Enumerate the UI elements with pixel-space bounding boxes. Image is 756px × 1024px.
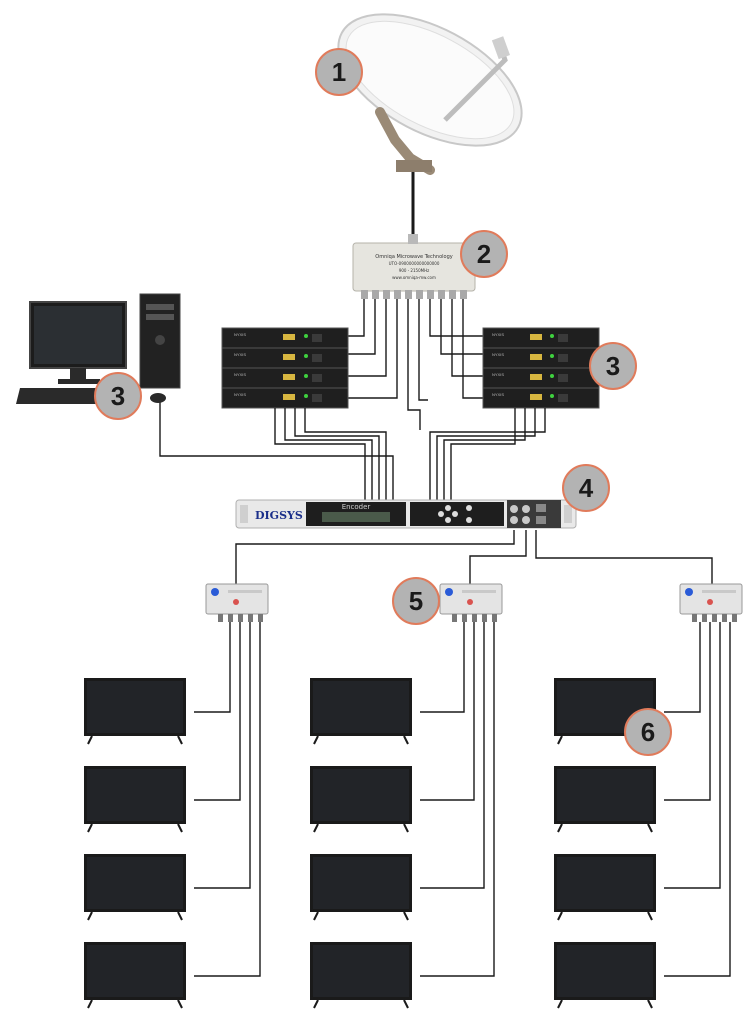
- receiver-label: NYXIS: [234, 352, 246, 357]
- tv-column-left: [84, 678, 186, 1009]
- number-badge: 1: [315, 48, 363, 96]
- encoder-to-amp-cables: [235, 530, 713, 584]
- receiver-unit: NYXIS: [221, 367, 349, 389]
- receiver-label: NYXIS: [492, 352, 504, 357]
- number-badge: 3: [589, 342, 637, 390]
- tv-column-right: [554, 678, 656, 1009]
- television: [310, 766, 412, 833]
- television: [84, 942, 186, 1009]
- receiver-label: NYXIS: [234, 372, 246, 377]
- receiver-unit: NYXIS: [221, 327, 349, 349]
- receiver-unit: NYXIS: [221, 347, 349, 369]
- television: [84, 854, 186, 921]
- splitter-line-2: UTO-0900000000000000: [389, 261, 440, 266]
- receiver-label: NYXIS: [492, 332, 504, 337]
- television: [310, 854, 412, 921]
- number-badge-label: 5: [409, 586, 423, 616]
- number-badge-label: 2: [477, 239, 491, 269]
- number-badge: 3: [94, 372, 142, 420]
- number-badge-label: 3: [606, 351, 620, 381]
- receiver-stack-right: NYXIS NYXIS NYXIS NYXIS: [482, 327, 600, 409]
- encoder-display: Encoder: [342, 503, 371, 511]
- receiver-stack-left: NYXIS NYXIS NYXIS NYXIS: [221, 327, 349, 409]
- encoder-unit: DIGSYS Encoder: [235, 499, 577, 529]
- receiver-unit: NYXIS: [482, 387, 600, 409]
- distribution-amplifier-middle: [439, 583, 503, 622]
- distribution-amplifier-right: [679, 583, 743, 622]
- splitter-line-4: www.omniqa-mw.com: [392, 275, 436, 280]
- number-badge-label: 1: [332, 57, 346, 87]
- receiver-unit: NYXIS: [482, 327, 600, 349]
- rf-splitter: Omniqa Microwave Technology UTO-09000000…: [352, 234, 476, 299]
- number-badge: 5: [392, 577, 440, 625]
- receiver-label: NYXIS: [492, 392, 504, 397]
- receiver-unit: NYXIS: [482, 347, 600, 369]
- receiver-label: NYXIS: [492, 372, 504, 377]
- number-badge-label: 6: [641, 717, 655, 747]
- television: [310, 942, 412, 1009]
- splitter-line-3: 900 - 2150MHz: [399, 268, 429, 273]
- computer-workstation: [16, 293, 181, 404]
- television: [84, 766, 186, 833]
- amp-to-tv-cables: [194, 622, 731, 977]
- satellite-dish: [337, 13, 523, 240]
- television: [554, 942, 656, 1009]
- tv-column-middle: [310, 678, 412, 1009]
- receiver-unit: NYXIS: [482, 367, 600, 389]
- splitter-cables: [330, 299, 483, 430]
- distribution-amplifier-left: [205, 583, 269, 622]
- receiver-unit: NYXIS: [221, 387, 349, 409]
- encoder-brand: DIGSYS: [255, 509, 303, 522]
- number-badge: 2: [460, 230, 508, 278]
- splitter-line-1: Omniqa Microwave Technology: [375, 254, 452, 260]
- television: [554, 766, 656, 833]
- number-badge: 6: [624, 708, 672, 756]
- receiver-label: NYXIS: [234, 332, 246, 337]
- number-badge-label: 3: [111, 381, 125, 411]
- television: [554, 854, 656, 921]
- receiver-label: NYXIS: [234, 392, 246, 397]
- receiver-to-encoder-cables: [159, 400, 546, 500]
- television: [84, 678, 186, 745]
- number-badge: 4: [562, 464, 610, 512]
- television: [310, 678, 412, 745]
- number-badge-label: 4: [579, 473, 594, 503]
